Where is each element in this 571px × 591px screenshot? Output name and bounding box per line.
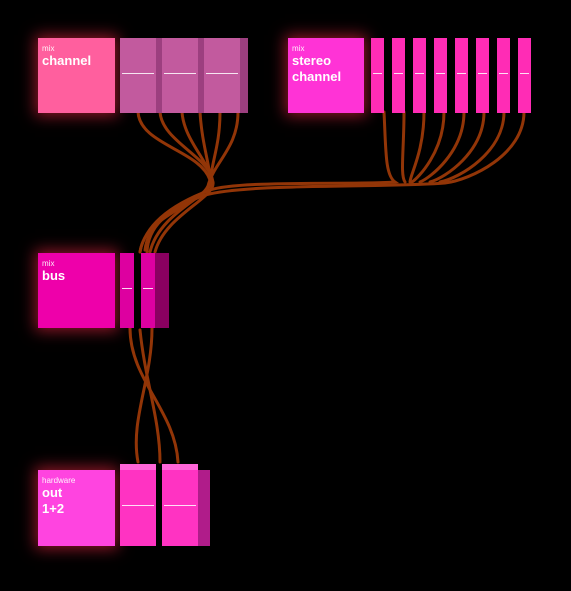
cable <box>138 110 400 254</box>
input-port[interactable] <box>476 38 489 113</box>
cable <box>438 110 506 184</box>
node-name: channel <box>42 53 92 68</box>
node-name: channel <box>292 69 342 84</box>
input-port[interactable] <box>455 38 468 113</box>
input-port[interactable] <box>120 38 164 113</box>
output-port[interactable] <box>120 464 156 546</box>
input-port[interactable] <box>204 38 248 113</box>
cable <box>153 110 215 254</box>
output-port[interactable] <box>162 464 210 546</box>
cable <box>401 110 407 184</box>
node-name: bus <box>42 268 66 283</box>
input-port[interactable] <box>497 38 510 113</box>
input-port[interactable] <box>392 38 405 113</box>
cable <box>410 110 446 184</box>
node-category: mix <box>42 44 55 53</box>
cable <box>134 326 154 464</box>
node-category: mix <box>292 44 305 53</box>
input-port[interactable] <box>371 38 384 113</box>
cable <box>145 110 526 254</box>
cable <box>138 328 162 464</box>
input-port[interactable] <box>141 253 169 328</box>
input-port[interactable] <box>413 38 426 113</box>
node-header[interactable]: hardware out 1+2 <box>38 470 115 546</box>
input-port[interactable] <box>162 38 206 113</box>
node-name: 1+2 <box>42 501 65 516</box>
cable <box>408 110 426 184</box>
node-header[interactable]: mix bus <box>38 253 115 328</box>
cable <box>428 110 486 184</box>
node-header[interactable]: mix stereo channel <box>288 38 364 113</box>
cable <box>128 326 180 464</box>
input-port[interactable] <box>434 38 447 113</box>
node-category: hardware <box>42 476 76 485</box>
input-port[interactable] <box>120 253 134 328</box>
node-name: out <box>42 485 63 500</box>
node-header[interactable]: mix channel <box>38 38 115 113</box>
node-name: stereo <box>292 53 332 68</box>
cable <box>418 110 466 184</box>
input-port[interactable] <box>518 38 531 113</box>
node-category: mix <box>42 259 55 268</box>
